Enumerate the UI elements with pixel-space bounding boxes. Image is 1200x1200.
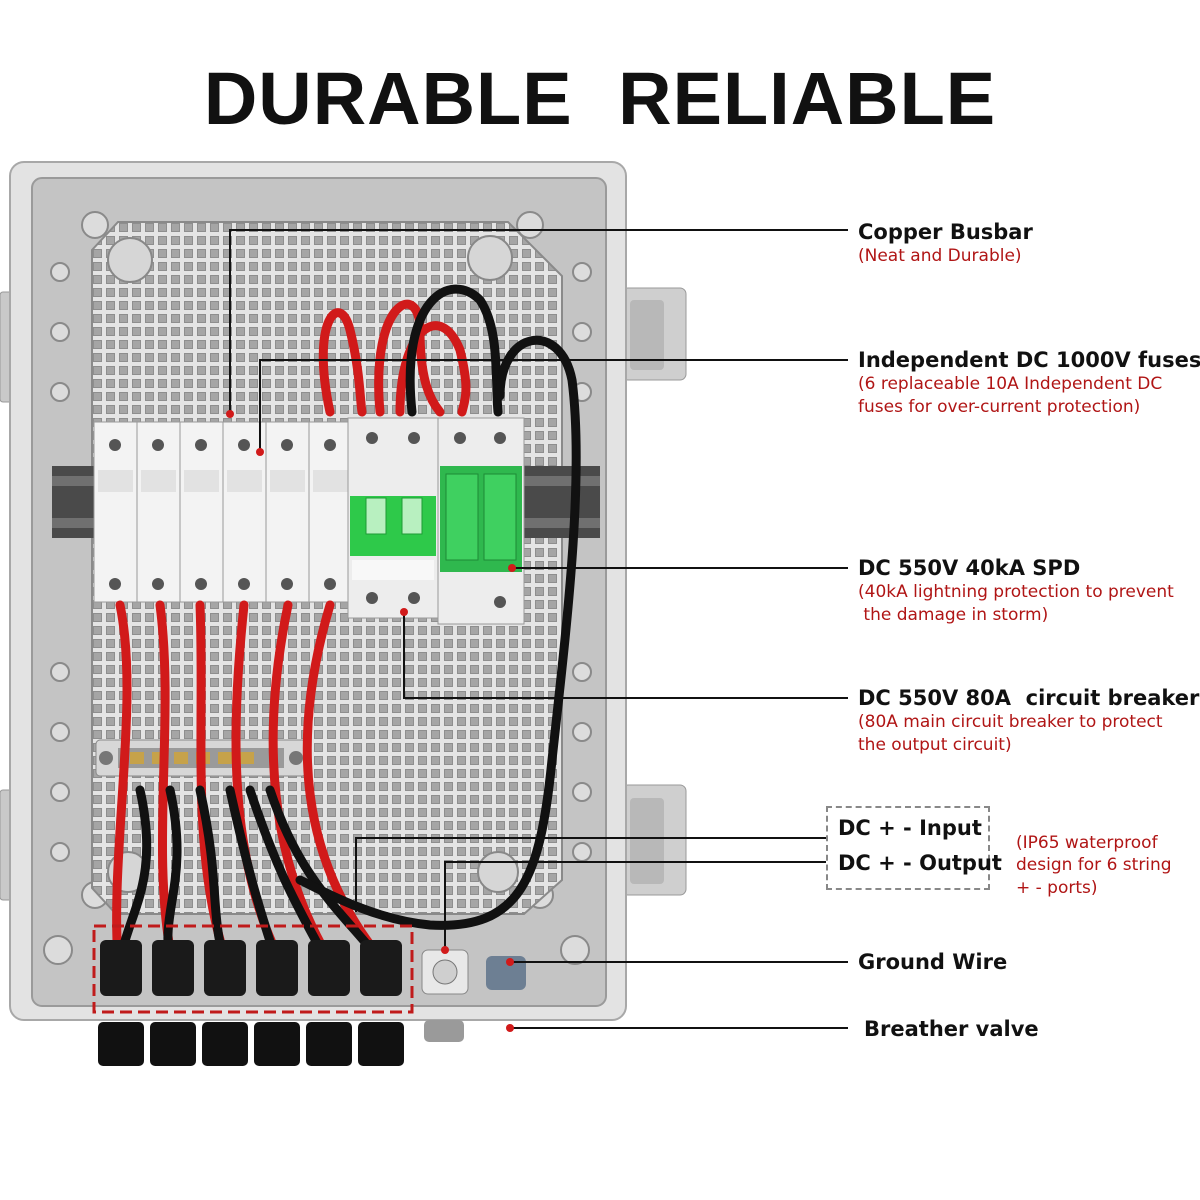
callout-subtitle: the output circuit) [858, 734, 1012, 755]
callout-fuses: Independent DC 1000V fuses (6 replaceabl… [858, 348, 1200, 418]
fuse-holders [93, 421, 353, 603]
callout-title: DC 550V 40kA SPD [858, 556, 1081, 580]
surge-protection-device [437, 417, 525, 625]
callout-subtitle: (40kA lightning protection to prevent [858, 582, 1174, 603]
callout-title: Copper Busbar [858, 220, 1033, 244]
callout-title: DC 550V 80A circuit breaker [858, 686, 1200, 710]
leader-dots [226, 410, 516, 1032]
cable-glands [98, 940, 404, 1066]
wall-bosses [43, 211, 592, 965]
io-input-label: DC + - Input [838, 816, 982, 840]
io-note-line: + - ports) [1016, 877, 1098, 898]
callout-circuit-breaker: DC 550V 80A circuit breaker (80A main ci… [858, 686, 1199, 756]
callout-breather-valve: Breather valve [864, 1017, 1039, 1042]
right-latch-bottom-inner [630, 798, 664, 884]
io-ports-box [826, 806, 990, 890]
callout-subtitle: (Neat and Durable) [858, 246, 1022, 267]
io-note: (IP65 waterproof design for 6 string + -… [1016, 832, 1172, 899]
callout-copper-busbar: Copper Busbar (Neat and Durable) [858, 220, 1033, 268]
callout-subtitle: fuses for over-current protection) [858, 396, 1141, 417]
headline: DURABLE RELIABLE [203, 57, 997, 140]
right-latch-top-inner [630, 300, 664, 370]
string-ports-highlight [92, 924, 414, 1014]
leader-lines [229, 229, 848, 1029]
io-note-line: (IP65 waterproof [1016, 833, 1158, 853]
callout-spd: DC 550V 40kA SPD (40kA lightning protect… [858, 556, 1174, 626]
circuit-breaker [347, 417, 439, 619]
callout-title: Breather valve [864, 1017, 1039, 1041]
callout-title: Ground Wire [858, 950, 1008, 974]
breather-valve [486, 956, 526, 990]
callout-subtitle: the damage in storm) [858, 604, 1049, 625]
callout-ground-wire: Ground Wire [858, 950, 1007, 975]
callout-subtitle: (80A main circuit breaker to protect [858, 712, 1163, 733]
io-note-line: design for 6 string [1016, 855, 1172, 876]
callout-subtitle: (6 replaceable 10A Independent DC [858, 374, 1163, 395]
io-output-label: DC + - Output [838, 851, 1002, 875]
callout-title: Independent DC 1000V fuses [858, 348, 1200, 372]
